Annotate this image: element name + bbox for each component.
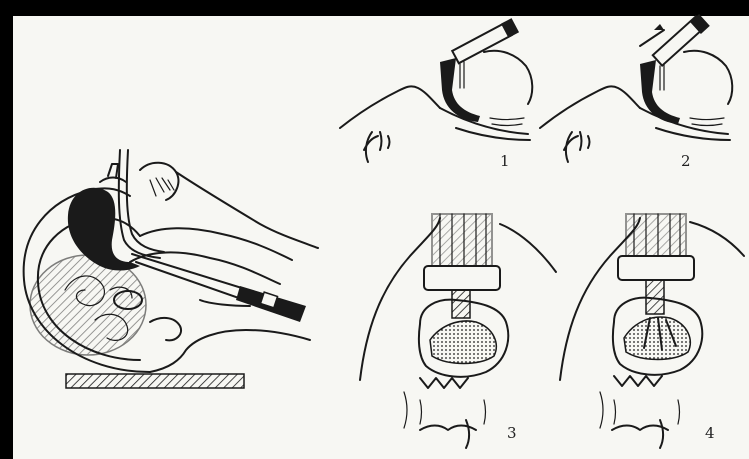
upper-teeth: [108, 164, 118, 178]
step2-face: [540, 86, 640, 128]
sagittal-head-section: [24, 150, 318, 388]
support-board: [66, 374, 244, 388]
step3-epiglottis: [430, 321, 496, 364]
panel-label-1: 1: [500, 152, 510, 170]
step4-chin: [600, 392, 680, 428]
step4-scope-ring: [618, 256, 694, 280]
step4-illustration: [560, 214, 744, 448]
step3-mouth-outline: [360, 218, 440, 380]
panel-label-4: 4: [705, 424, 715, 442]
step1-illustration: [340, 18, 532, 162]
step3-illustration: [360, 214, 556, 448]
neck-outline: [150, 330, 310, 372]
step1-laryngoscope-handle: [452, 23, 512, 64]
step3-scope-barrel: [432, 214, 492, 270]
nose: [140, 163, 178, 200]
step2-lift-arrow: [640, 30, 664, 46]
step2-illustration: [540, 14, 732, 162]
step1-chin: [484, 51, 532, 104]
laryngoscope-blade: [119, 150, 160, 258]
face-profile: [176, 172, 318, 248]
nostril-fan: [150, 178, 174, 196]
step4-teeth: [614, 376, 662, 386]
step4-scope-barrel: [626, 214, 686, 260]
step4-vocal-cords: [624, 317, 690, 360]
step3-teeth: [420, 378, 468, 388]
step3-chin: [404, 392, 486, 428]
panel-label-2: 2: [681, 152, 691, 170]
brain-region: [30, 255, 146, 355]
step1-face: [340, 86, 440, 128]
step1-neck: [440, 108, 530, 140]
panel-label-3: 3: [507, 424, 517, 442]
step2-chin: [684, 51, 732, 104]
larynx: [150, 318, 181, 340]
step4-lips: [612, 426, 668, 431]
step3-scope-ring: [424, 266, 500, 290]
